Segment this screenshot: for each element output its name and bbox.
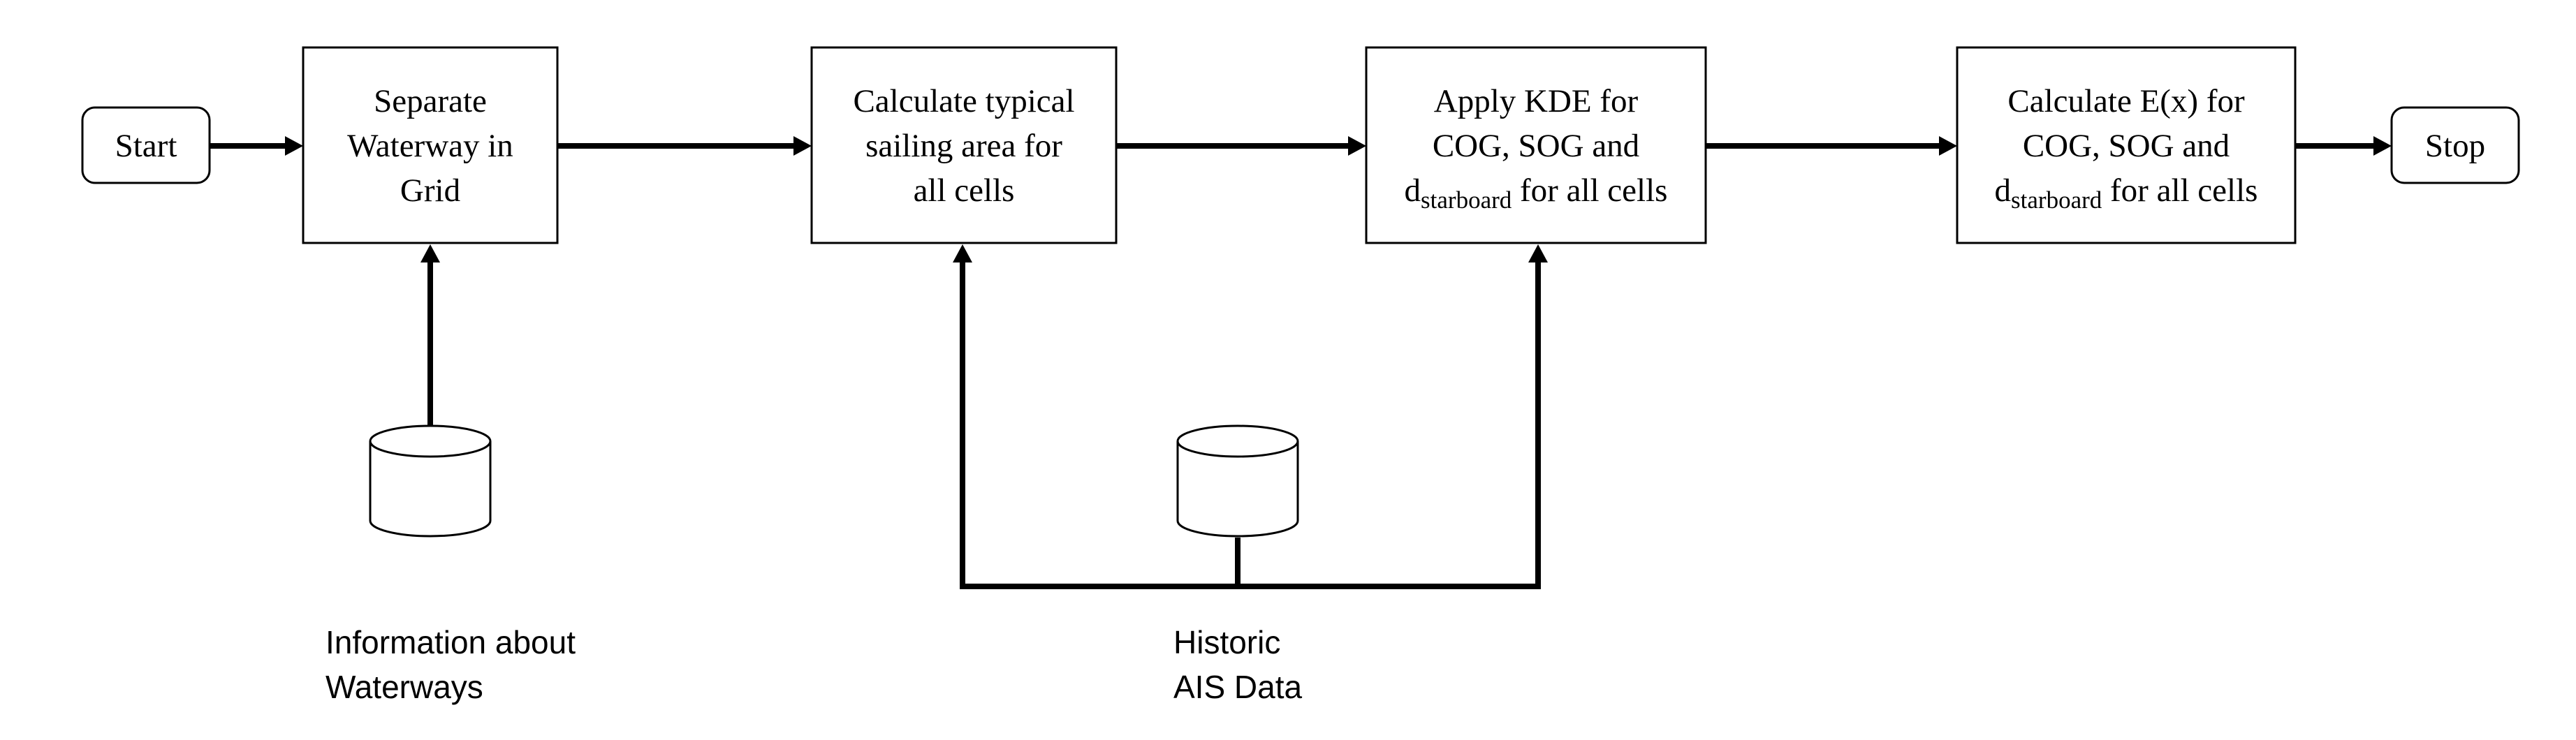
- arrowhead-typical: [793, 136, 812, 156]
- ais-label-line-1: Historic: [1173, 624, 1280, 660]
- expect-line-3-tail: for all cells: [2102, 172, 2257, 209]
- arrowhead-kde-bottom: [1528, 244, 1548, 262]
- separate-box: [302, 46, 559, 244]
- typical-line-1: Calculate typical: [853, 83, 1074, 119]
- datastore-ais: Historic AIS Data: [1173, 424, 1303, 705]
- typical-box: [810, 46, 1118, 244]
- separate-line-3: Grid: [400, 172, 460, 209]
- process-calculate-expectation: Calculate E(x) for COG, SOG and dstarboa…: [1956, 46, 2297, 244]
- arrow-ais-bus: [960, 260, 1541, 589]
- kde-d-main: d: [1405, 172, 1421, 209]
- ais-cylinder-body: [1176, 441, 1299, 538]
- kde-box: [1365, 46, 1707, 244]
- expect-box: [1956, 46, 2297, 244]
- typical-line-3: all cells: [914, 172, 1015, 209]
- arrowhead-stop: [2373, 136, 2392, 156]
- stop-shape: [2390, 106, 2520, 184]
- expect-line-2: COG, SOG and: [2023, 128, 2230, 164]
- process-apply-kde: Apply KDE for COG, SOG and dstarboard fo…: [1365, 46, 1707, 244]
- arrowhead-separate: [285, 136, 303, 156]
- typical-line-2: sailing area for: [865, 128, 1062, 164]
- separate-line-2: Waterway in: [347, 128, 513, 164]
- waterways-label-line-1: Information about: [325, 624, 576, 660]
- kde-line-1: Apply KDE for: [1434, 83, 1639, 119]
- arrowhead-typical-bottom: [953, 244, 972, 262]
- arrowhead-expect: [1939, 136, 1957, 156]
- kde-line-3-tail: for all cells: [1512, 172, 1667, 209]
- expect-line-3: dstarboard for all cells: [1995, 172, 2258, 214]
- expect-d-main: d: [1995, 172, 2012, 209]
- start-shape: [81, 106, 211, 184]
- waterways-label-line-2: Waterways: [325, 669, 483, 705]
- connectors: [210, 136, 2392, 589]
- datastore-waterways: Information about Waterways: [325, 424, 576, 705]
- waterways-cylinder-body: [369, 441, 492, 538]
- start-label: Start: [115, 128, 177, 164]
- waterways-cylinder-top: [369, 424, 492, 458]
- kde-line-3: dstarboard for all cells: [1405, 172, 1668, 214]
- kde-line-2: COG, SOG and: [1433, 128, 1639, 164]
- separate-line-1: Separate: [374, 83, 487, 119]
- expect-d-subscript: starboard: [2011, 186, 2102, 214]
- stop-label: Stop: [2425, 128, 2485, 164]
- ais-label-line-2: AIS Data: [1173, 669, 1303, 705]
- arrowhead-separate-bottom: [420, 244, 440, 262]
- expect-line-1: Calculate E(x) for: [2007, 83, 2245, 119]
- stop-node: Stop: [2390, 106, 2520, 184]
- process-typical-sailing-area: Calculate typical sailing area for all c…: [810, 46, 1118, 244]
- process-separate-waterway: Separate Waterway in Grid: [302, 46, 559, 244]
- arrowhead-kde: [1348, 136, 1366, 156]
- kde-d-subscript: starboard: [1421, 186, 1512, 214]
- start-node: Start: [81, 106, 211, 184]
- ais-cylinder-top: [1176, 424, 1299, 458]
